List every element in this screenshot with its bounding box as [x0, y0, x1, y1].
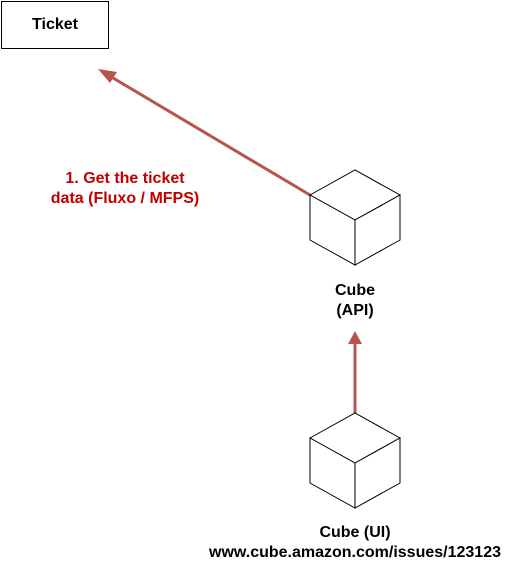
cube-ui-label: Cube (UI): [319, 524, 391, 541]
cube-ui-icon[interactable]: [308, 412, 402, 509]
cube-api-label-line2: (API): [336, 302, 374, 319]
cube-api-right-face: [354, 194, 401, 266]
ticket-label: Ticket: [32, 16, 78, 33]
cube-api-label: Cube (API): [300, 281, 410, 321]
step-label-line1: 1. Get the ticket: [65, 170, 185, 187]
step-label: 1. Get the ticket data (Fluxo / MFPS): [20, 169, 230, 209]
arrow-api-to-ticket-line: [107, 73, 311, 197]
arrow-api-to-ticket[interactable]: [98, 69, 311, 197]
arrow-ui-to-api[interactable]: [348, 331, 362, 414]
cube-ui-url: www.cube.amazon.com/issues/123123: [209, 544, 501, 561]
cube-api-label-line1: Cube: [335, 282, 375, 299]
cube-api-icon[interactable]: [308, 169, 402, 266]
step-label-line2: data (Fluxo / MFPS): [50, 190, 200, 207]
arrow-ui-to-api-head: [348, 331, 362, 344]
ticket-node[interactable]: Ticket: [1, 1, 109, 49]
cube-ui-right-face: [354, 437, 401, 509]
arrow-api-to-ticket-head: [98, 69, 117, 83]
